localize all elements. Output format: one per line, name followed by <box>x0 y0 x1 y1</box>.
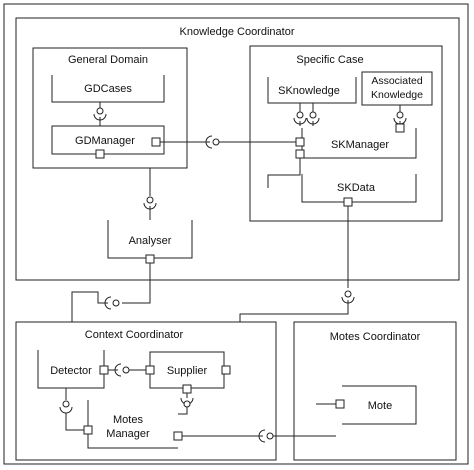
skdata-component: SKData <box>301 174 417 207</box>
sknowledge-component: SKnowledge <box>267 77 357 104</box>
supplier-component: Supplier <box>145 351 231 394</box>
general-domain-analyser-connector <box>143 168 157 220</box>
supplier-label: Supplier <box>167 365 208 377</box>
associated-knowledge-component: Associated Knowledge <box>361 71 433 106</box>
skmanager-skdata-link <box>267 158 301 188</box>
mote-label: Mote <box>368 400 392 412</box>
motesmanager-mote-connector <box>182 429 336 443</box>
analyser-component: Analyser <box>107 220 193 264</box>
skmanager-component: SKManager <box>295 123 417 159</box>
motes-coordinator-container: Motes Coordinator <box>293 321 457 461</box>
gdmanager-skmanager-connector <box>160 135 296 149</box>
associated-knowledge-label-line2: Knowledge <box>371 89 423 101</box>
sknowledge-skmanager-connector <box>293 103 320 126</box>
gdcases-label: GDCases <box>84 83 132 95</box>
specific-case-title: Specific Case <box>296 54 363 66</box>
motes-manager-label-line2: Manager <box>106 428 150 440</box>
supplier-motesmanager-connector <box>178 393 194 415</box>
skdata-label: SKData <box>337 182 376 194</box>
context-coordinator-title: Context Coordinator <box>85 329 184 341</box>
detector-label: Detector <box>50 365 92 377</box>
knowledge-coordinator-title: Knowledge Coordinator <box>180 26 295 38</box>
motes-manager-component: Motes Manager <box>83 400 183 449</box>
context-coordinator-container: Context Coordinator <box>15 321 277 461</box>
motes-manager-label-line1: Motes <box>113 414 143 426</box>
general-domain-container: General Domain <box>32 47 188 169</box>
motes-coordinator-title: Motes Coordinator <box>330 331 421 343</box>
gdcases-gdmanager-connector <box>93 102 107 126</box>
detector-component: Detector <box>37 350 109 389</box>
gdmanager-label: GDManager <box>75 135 135 147</box>
sknowledge-label: SKnowledge <box>278 85 340 97</box>
gdcases-component: GDCases <box>51 75 165 103</box>
detector-motesmanager-connector <box>59 388 84 431</box>
detector-supplier-connector <box>108 363 146 377</box>
associated-knowledge-label-line1: Associated <box>371 75 423 87</box>
gdmanager-component: GDManager <box>51 125 165 159</box>
skmanager-label: SKManager <box>331 139 389 151</box>
analyser-detector-connector <box>71 263 151 345</box>
analyser-label: Analyser <box>129 235 172 247</box>
general-domain-title: General Domain <box>68 54 148 66</box>
outer-frame <box>3 3 469 465</box>
mote-component: Mote <box>316 385 417 425</box>
